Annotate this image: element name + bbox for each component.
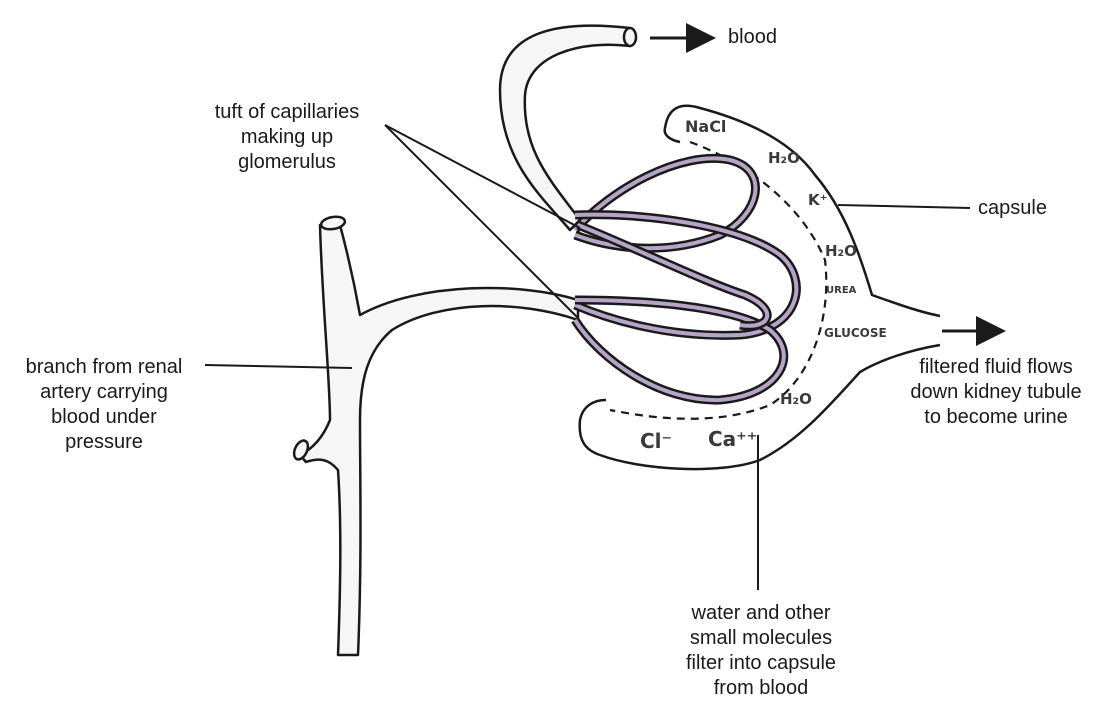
glomerulus-capillaries [575, 158, 796, 400]
branch-label-line-3: blood under [4, 405, 204, 430]
branch-label-line-2: artery carrying [4, 380, 204, 405]
h2o-top-label: H₂O [768, 149, 800, 167]
h2o-bottom-label: H₂O [780, 390, 812, 408]
capsule-leader [838, 205, 970, 208]
tuft-label-line-3: glomerulus [182, 150, 392, 175]
cl-minus-label: Cl⁻ [640, 429, 672, 453]
branch-label: branch from renal artery carrying blood … [4, 355, 204, 455]
branch-label-line-1: branch from renal [4, 355, 204, 380]
bowman-capsule [580, 106, 940, 469]
blood-label: blood [728, 25, 777, 50]
capsule-label: capsule [978, 196, 1047, 221]
water-label-line-2: small molecules [656, 626, 866, 651]
h2o-mid-label: H₂O [825, 242, 857, 260]
water-label-line-1: water and other [656, 601, 866, 626]
ca-plus-label: Ca⁺⁺ [708, 427, 757, 451]
tuft-leader-upper [385, 125, 580, 228]
filtered-label-line-2: down kidney tubule [894, 380, 1098, 405]
tuft-label-line-2: making up [182, 125, 392, 150]
branch-label-line-4: pressure [4, 430, 204, 455]
glucose-label: GLUCOSE [824, 326, 887, 340]
urea-label: UREA [826, 285, 857, 296]
water-label-line-3: filter into capsule [656, 651, 866, 676]
water-label: water and other small molecules filter i… [656, 601, 866, 701]
k-plus-label: K⁺ [808, 191, 828, 209]
tuft-label: tuft of capillaries making up glomerulus [182, 100, 392, 175]
filtered-label-line-1: filtered fluid flows [894, 355, 1098, 380]
filtered-label: filtered fluid flows down kidney tubule … [894, 355, 1098, 430]
water-label-line-4: from blood [656, 676, 866, 701]
tuft-label-line-1: tuft of capillaries [182, 100, 392, 125]
nacl-label: NaCl [685, 117, 726, 136]
filtered-label-line-3: to become urine [894, 405, 1098, 430]
renal-artery-branch [291, 215, 578, 655]
